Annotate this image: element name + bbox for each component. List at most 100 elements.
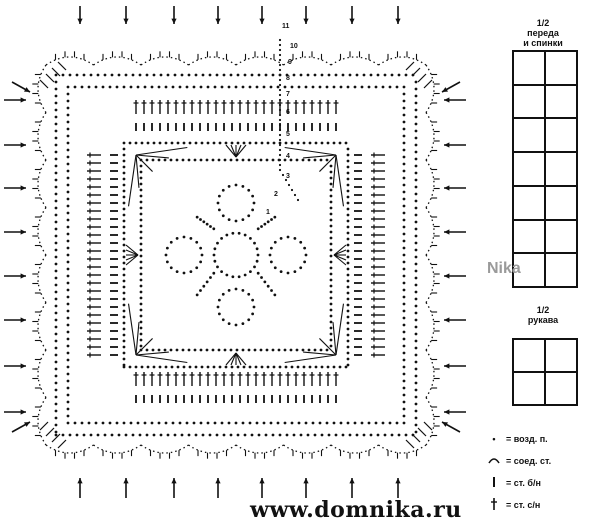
chain-dot <box>346 321 350 325</box>
corner-fan-stitch <box>335 303 345 356</box>
chain-dot <box>247 292 251 296</box>
chain-dot <box>221 214 225 218</box>
chain-dot <box>66 309 70 313</box>
chain-dot <box>187 73 191 77</box>
chain-dot <box>374 85 378 89</box>
chain-dot <box>221 292 225 296</box>
chain-dot <box>103 433 107 437</box>
chain-dot <box>122 159 126 163</box>
chain-dot <box>395 421 399 425</box>
corner-edge-stitch <box>417 73 427 83</box>
chain-dot <box>381 85 385 89</box>
chain-dot <box>222 73 226 77</box>
side-fan-stitch <box>125 244 139 256</box>
scallop-edge <box>425 397 435 446</box>
chain-dot <box>360 85 364 89</box>
chain-dot <box>271 433 275 437</box>
chain-dot <box>66 239 70 243</box>
chain-dot <box>388 421 392 425</box>
chain-dot <box>346 231 350 235</box>
chain-dot <box>414 234 418 238</box>
scallop-edge <box>283 56 332 66</box>
chain-dot <box>236 365 240 369</box>
chain-dot <box>327 73 331 77</box>
chain-dot <box>346 171 350 175</box>
chain-dot <box>122 177 126 181</box>
chain-dot <box>329 164 333 168</box>
chain-dot <box>145 433 149 437</box>
chain-dot <box>269 85 273 89</box>
chain-dot <box>260 141 264 145</box>
chain-dot <box>73 421 77 425</box>
chain-dot <box>143 85 147 89</box>
chain-dot <box>157 421 161 425</box>
chain-dot <box>195 293 199 297</box>
chain-dot <box>346 195 350 199</box>
chain-dot <box>329 272 333 276</box>
chain-dot <box>260 225 263 228</box>
chain-dot <box>402 358 406 362</box>
chain-dot <box>346 297 350 301</box>
chain-dot <box>54 248 58 252</box>
chain-dot <box>296 198 300 202</box>
chain-dot <box>128 141 132 145</box>
chain-dot <box>66 253 70 257</box>
chain-dot <box>199 421 203 425</box>
chain-dot <box>234 287 238 291</box>
chain-dot <box>414 276 418 280</box>
chain-dot <box>353 85 357 89</box>
chain-dot <box>414 325 418 329</box>
chain-dot <box>326 365 330 369</box>
chain-dot <box>397 73 401 77</box>
chain-dot <box>54 150 58 154</box>
side-fan-stitch <box>333 254 347 261</box>
chain-dot <box>66 372 70 376</box>
chain-dot <box>242 365 246 369</box>
chain-dot <box>94 421 98 425</box>
corner-fan-stitch <box>135 354 188 364</box>
chain-dot <box>329 314 333 318</box>
chain-dot <box>414 332 418 336</box>
chain-dot <box>151 348 155 352</box>
chain-dot <box>122 297 126 301</box>
chain-dot <box>66 92 70 96</box>
chain-dot <box>221 318 225 322</box>
chain-dot-icon: • <box>492 434 496 444</box>
chain-dot <box>157 85 161 89</box>
chain-dot <box>287 183 291 187</box>
chain-dot <box>122 327 126 331</box>
chain-dot <box>199 218 202 221</box>
chain-dot <box>235 158 239 162</box>
grid-cell <box>545 152 577 186</box>
chain-dot <box>402 183 406 187</box>
chain-dot <box>200 141 204 145</box>
direction-arrowhead <box>123 478 129 484</box>
direction-arrowhead <box>442 87 448 92</box>
chain-dot <box>255 85 259 89</box>
chain-dot <box>82 433 86 437</box>
chain-dot <box>272 141 276 145</box>
watermark-logo: Nika <box>487 260 521 277</box>
chain-dot <box>289 348 293 352</box>
side-fan-stitch <box>225 144 237 158</box>
chain-dot <box>390 433 394 437</box>
chain-dot <box>136 85 140 89</box>
chain-dot <box>54 136 58 140</box>
chain-dot <box>329 308 333 312</box>
chain-dot <box>255 421 259 425</box>
chain-dot <box>265 158 269 162</box>
chain-dot <box>54 192 58 196</box>
chain-dot <box>299 240 303 244</box>
chain-dot <box>332 85 336 89</box>
round-number: 7 <box>286 91 290 98</box>
chain-dot <box>303 260 307 264</box>
chain-dot <box>173 73 177 77</box>
chain-dot <box>313 158 317 162</box>
direction-arrowhead <box>171 18 177 24</box>
chain-dot <box>402 169 406 173</box>
chain-dot <box>346 213 350 217</box>
chain-dot <box>346 147 350 151</box>
chain-dot <box>213 247 217 251</box>
chain-dot <box>346 327 350 331</box>
scallop-edge <box>93 444 142 454</box>
